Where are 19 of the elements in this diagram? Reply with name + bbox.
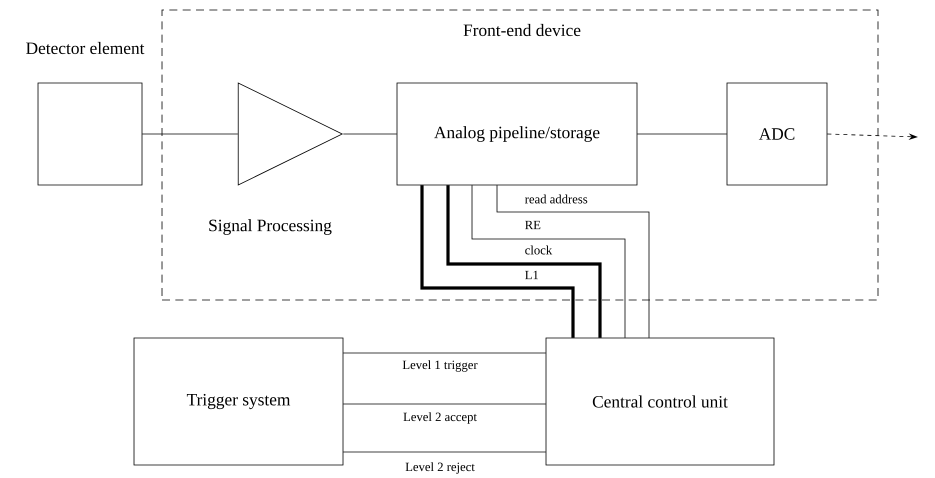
process-box: Central control unit: [546, 338, 774, 466]
connector: [472, 185, 626, 338]
edge-label: Level 2 reject: [404, 460, 476, 476]
edge-label: Level 2 accept: [402, 410, 478, 426]
edge-label: L1: [523, 269, 540, 280]
frame-label: Signal Processing: [209, 219, 332, 235]
connector: [343, 352, 546, 354]
process-box: ADC: [726, 82, 828, 186]
edge-label: Level 1 trigger: [401, 358, 479, 374]
connector: [446, 185, 602, 338]
process-box: Trigger system: [134, 338, 344, 466]
connector: [496, 185, 650, 338]
frame-label: Front-end device: [464, 24, 580, 36]
process-box: Analog pipeline/storage: [396, 82, 638, 186]
edge-label: clock: [523, 244, 554, 256]
connector: [420, 185, 575, 338]
edge-label: RE: [523, 220, 542, 230]
box-heading: Detector element: [26, 42, 144, 54]
edge-label: read address: [523, 193, 590, 205]
